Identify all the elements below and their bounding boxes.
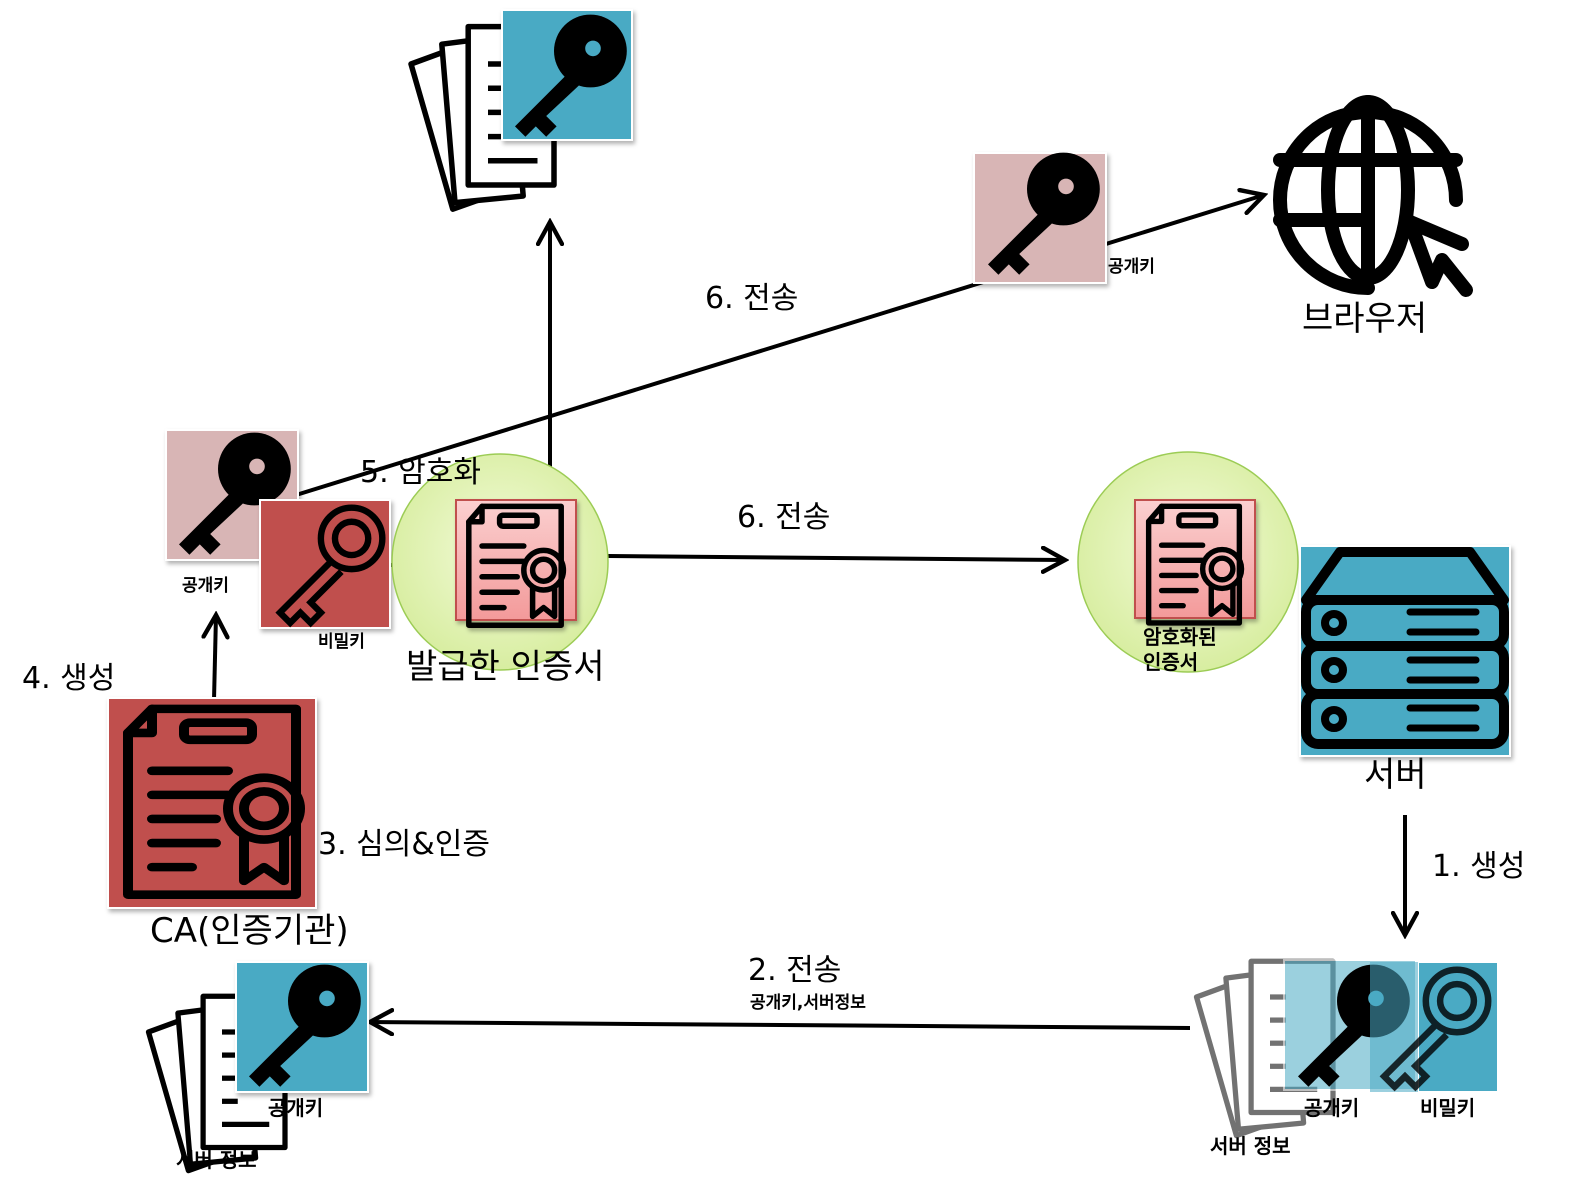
server-label: 서버 — [1364, 755, 1427, 795]
step5-label: 5. 암호화 — [360, 455, 481, 490]
browser-public-key-icon — [973, 152, 1107, 284]
ca-certificate-icon — [107, 697, 317, 909]
server-info-label: 서버 정보 — [1210, 1134, 1291, 1158]
encrypted-cert-icon — [1134, 499, 1256, 623]
issued-cert-icon — [455, 499, 577, 625]
step2-label: 2. 전송 — [748, 953, 842, 988]
server-icon — [1299, 545, 1511, 757]
arrow-ca-to-key — [214, 615, 216, 701]
arrow-server-to-ca — [370, 1022, 1191, 1028]
step2-sub-label: 공개키,서버정보 — [750, 993, 866, 1013]
browser-public-key-label: 공개키 — [1108, 257, 1155, 277]
arrow-ca-to-browser — [295, 195, 1264, 497]
ca-private-key-icon — [259, 499, 391, 629]
step6-server-label: 6. 전송 — [737, 500, 831, 535]
server-private-key-label: 비밀키 — [1420, 1096, 1476, 1120]
step6-browser-label: 6. 전송 — [705, 281, 799, 316]
server-public-key-label: 공개키 — [1304, 1096, 1360, 1120]
ca-label: CA(인증기관) — [150, 911, 349, 951]
globe-cursor-icon — [1273, 95, 1473, 297]
ca-received-public-key-icon — [235, 961, 369, 1093]
ca-received-public-key-label: 공개키 — [268, 1096, 324, 1120]
step4-label: 4. 생성 — [22, 661, 116, 696]
arrow-cert-to-encrypted — [607, 556, 1065, 560]
ca-public-key-label: 공개키 — [182, 576, 229, 596]
step1-label: 1. 생성 — [1432, 849, 1526, 884]
issued-cert-label: 발급한 인증서 — [406, 647, 605, 687]
issued-docs-public-key-icon — [501, 9, 633, 141]
step3-label: 3. 심의&인증 — [318, 827, 490, 862]
ca-private-key-label: 비밀키 — [318, 632, 365, 652]
browser-label: 브라우저 — [1302, 299, 1428, 339]
encrypted-cert-label-line2: 인증서 — [1143, 650, 1199, 674]
ca-server-info-label: 서버 정보 — [176, 1148, 257, 1172]
server-private-key-icon — [1370, 961, 1499, 1093]
encrypted-cert-label-line1: 암호화된 — [1143, 625, 1217, 649]
